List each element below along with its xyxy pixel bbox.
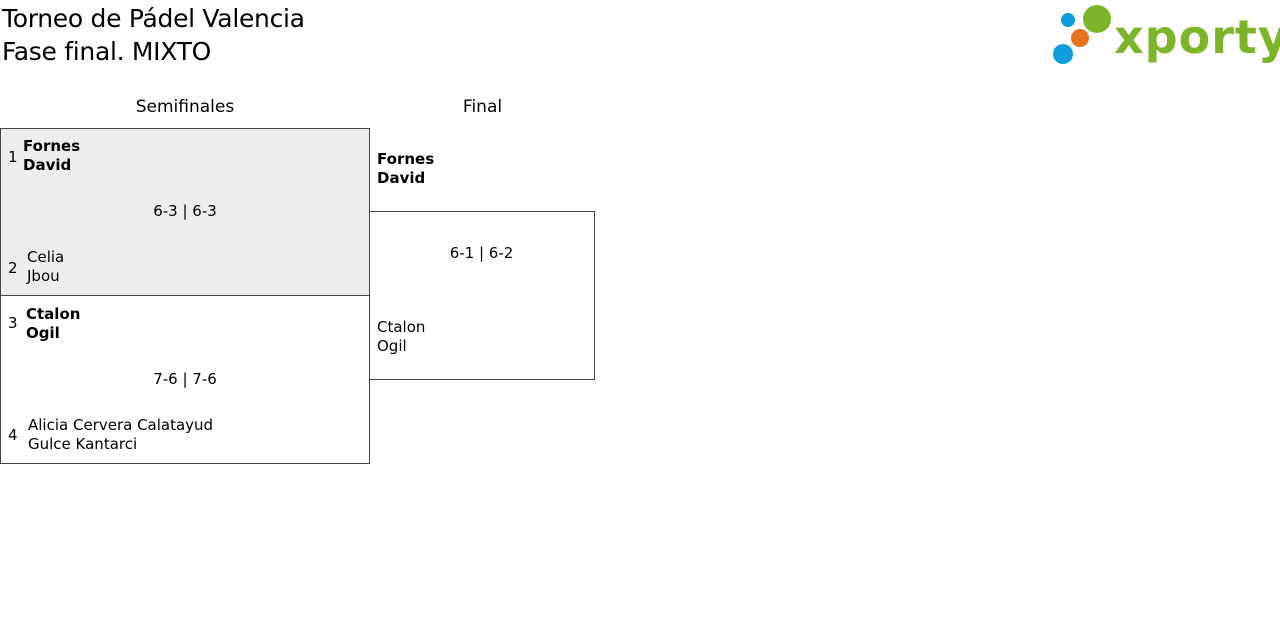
xporty-logo: xporty	[1052, 4, 1280, 66]
logo-wordmark: xporty	[1114, 10, 1280, 64]
player-name: David	[377, 169, 426, 187]
logo-dot-blue-large	[1053, 44, 1073, 64]
logo-dot-blue-small	[1061, 13, 1075, 27]
logo-dot-orange	[1071, 29, 1089, 47]
round-title-semifinals: Semifinales	[135, 97, 235, 117]
final-team-winner: Fornes David	[377, 150, 434, 188]
semifinal-match-1[interactable]: 1 Fornes David 6-3 | 6-3 2 Celia Jbou	[0, 128, 370, 296]
seed-number: 4	[8, 426, 18, 444]
player-name: Jbou	[27, 267, 60, 285]
seed-number: 2	[8, 259, 18, 277]
seed-number: 3	[8, 314, 18, 332]
semifinal-match-2[interactable]: 3 Ctalon Ogil 7-6 | 7-6 4 Alicia Cervera…	[0, 295, 370, 464]
player-name: Ogil	[26, 324, 60, 342]
player-name: Ctalon	[26, 305, 81, 323]
player-name: Ogil	[377, 337, 407, 355]
team-winner: Fornes David	[23, 137, 80, 175]
team-loser: Alicia Cervera Calatayud Gulce Kantarci	[28, 416, 213, 454]
final-match[interactable]: 6-1 | 6-2 Ctalon Ogil	[369, 211, 595, 380]
player-name: Fornes	[23, 137, 81, 155]
player-name: Ctalon	[377, 318, 426, 336]
match-score: 6-1 | 6-2	[449, 244, 514, 262]
round-title-final: Final	[462, 97, 503, 117]
tournament-name: Torneo de Pádel Valencia	[2, 4, 305, 33]
final-team-loser: Ctalon Ogil	[377, 318, 425, 356]
team-loser: Celia Jbou	[27, 248, 64, 286]
page-title: Torneo de Pádel Valencia Fase final. MIX…	[2, 2, 305, 68]
player-name: Fornes	[377, 150, 435, 168]
team-winner: Ctalon Ogil	[26, 305, 80, 343]
match-score: 6-3 | 6-3	[153, 202, 217, 220]
player-name: David	[23, 156, 72, 174]
player-name: Alicia Cervera Calatayud	[28, 416, 214, 434]
seed-number: 1	[8, 148, 18, 166]
logo-dot-green	[1083, 5, 1111, 33]
player-name: Celia	[27, 248, 65, 266]
match-score: 7-6 | 7-6	[153, 370, 217, 388]
phase-name: Fase final. MIXTO	[2, 37, 211, 66]
player-name: Gulce Kantarci	[28, 435, 138, 453]
